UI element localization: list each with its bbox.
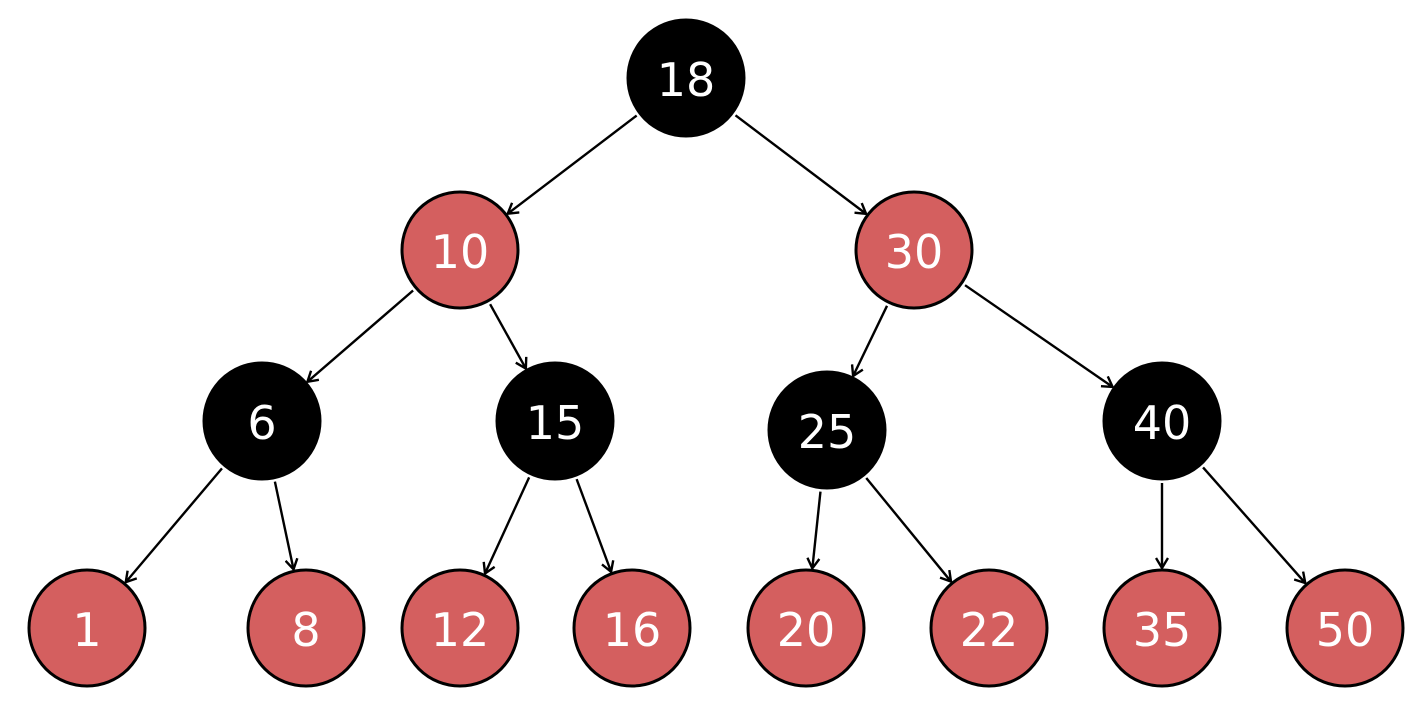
node-label-15: 15	[526, 396, 585, 450]
edges-layer	[126, 114, 1306, 583]
node-circle-20	[746, 568, 866, 688]
node-circle-40	[1102, 361, 1222, 481]
tree-node-50: 50	[1285, 568, 1405, 688]
node-label-35: 35	[1133, 603, 1192, 657]
tree-node-8: 8	[246, 568, 366, 688]
node-label-40: 40	[1133, 396, 1192, 450]
tree-node-6: 6	[202, 361, 322, 481]
node-circle-1	[27, 568, 147, 688]
node-circle-30	[854, 190, 974, 310]
edge-25-to-22	[865, 477, 951, 582]
node-circle-15	[495, 361, 615, 481]
node-circle-22	[929, 568, 1049, 688]
edge-30-to-40	[964, 284, 1113, 387]
edge-30-to-25	[853, 305, 889, 376]
tree-node-1: 1	[27, 568, 147, 688]
node-circle-25	[767, 370, 887, 490]
node-label-6: 6	[247, 396, 276, 450]
node-label-20: 20	[777, 603, 836, 657]
tree-node-40: 40	[1102, 361, 1222, 481]
edge-18-to-10	[508, 114, 638, 214]
tree-node-16: 16	[572, 568, 692, 688]
node-circle-16	[572, 568, 692, 688]
tree-node-15: 15	[495, 361, 615, 481]
tree-node-22: 22	[929, 568, 1049, 688]
node-circle-8	[246, 568, 366, 688]
edge-6-to-8	[273, 481, 294, 570]
node-label-30: 30	[885, 225, 944, 279]
node-label-8: 8	[291, 603, 320, 657]
node-label-50: 50	[1316, 603, 1375, 657]
node-circle-12	[400, 568, 520, 688]
edge-18-to-30	[734, 114, 866, 214]
node-label-10: 10	[431, 225, 490, 279]
node-circle-6	[202, 361, 322, 481]
edge-25-to-20	[812, 491, 822, 569]
tree-node-30: 30	[854, 190, 974, 310]
node-circle-35	[1102, 568, 1222, 688]
edge-10-to-6	[307, 289, 414, 382]
node-label-1: 1	[72, 603, 101, 657]
node-label-25: 25	[798, 405, 857, 459]
node-label-12: 12	[431, 603, 490, 657]
node-circle-10	[400, 190, 520, 310]
node-circle-18	[626, 18, 746, 138]
edge-15-to-16	[575, 478, 611, 572]
edge-6-to-1	[126, 467, 223, 582]
edge-40-to-50	[1202, 466, 1305, 583]
edge-10-to-15	[489, 303, 526, 368]
tree-node-12: 12	[400, 568, 520, 688]
tree-node-10: 10	[400, 190, 520, 310]
tree-node-20: 20	[746, 568, 866, 688]
node-circle-50	[1285, 568, 1405, 688]
node-label-22: 22	[960, 603, 1019, 657]
tree-node-35: 35	[1102, 568, 1222, 688]
tree-node-25: 25	[767, 370, 887, 490]
node-label-16: 16	[603, 603, 662, 657]
node-label-18: 18	[657, 53, 716, 107]
edge-15-to-12	[485, 476, 531, 573]
tree-node-18: 18	[626, 18, 746, 138]
